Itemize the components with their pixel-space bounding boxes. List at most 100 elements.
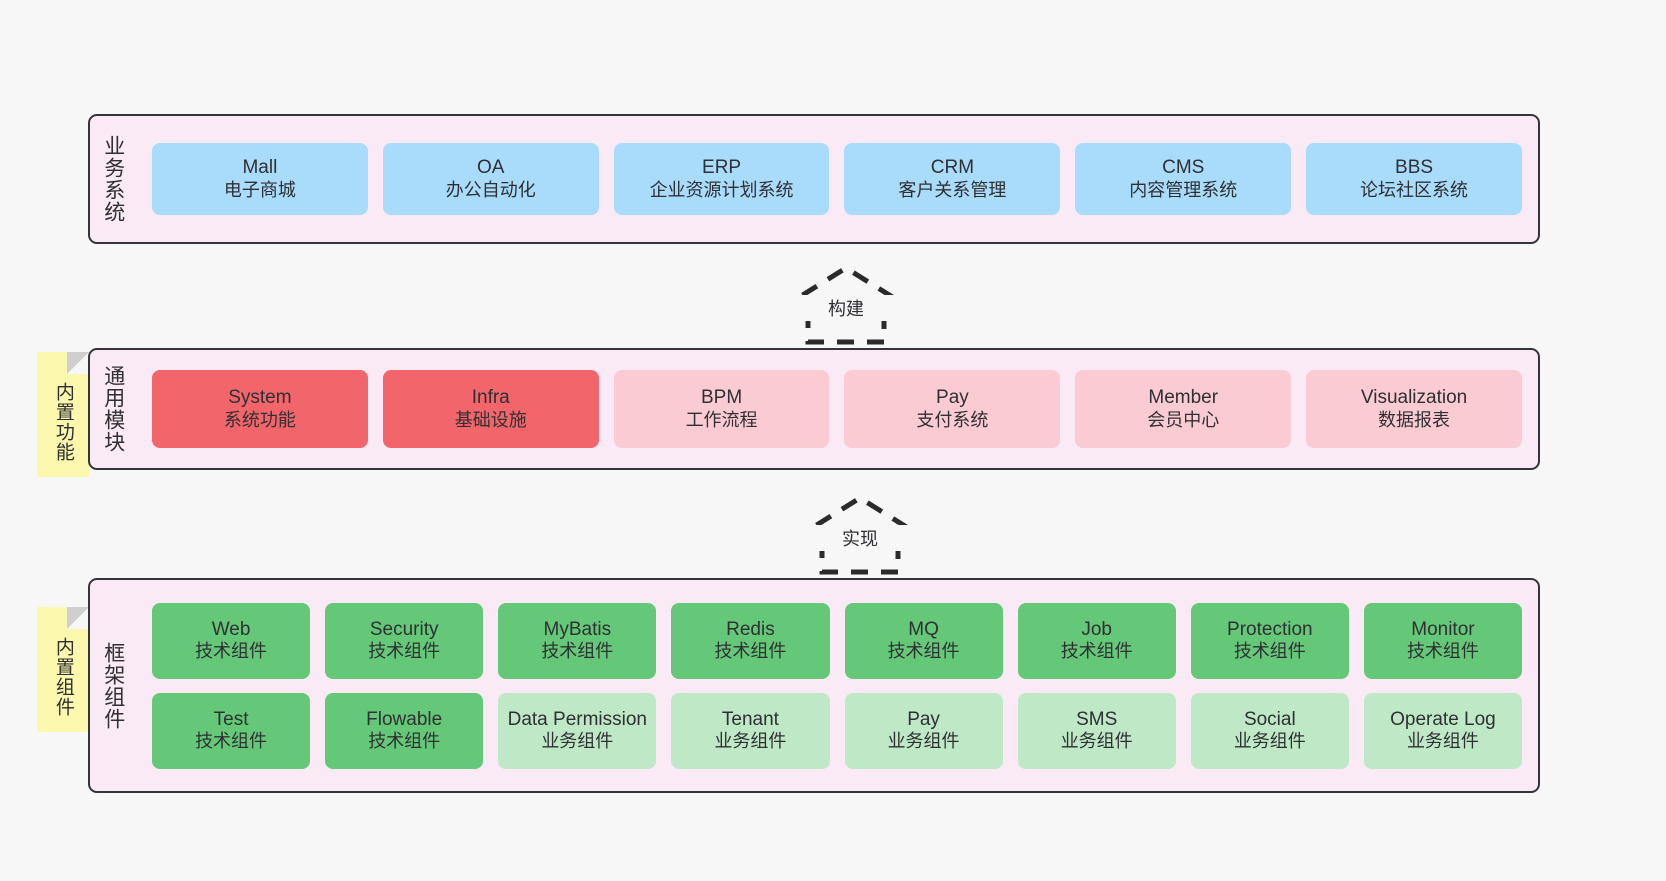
box-subtitle: 数据报表 [1378,409,1451,430]
connector-implement: 实现 [772,492,948,575]
common-box-visualization[interactable]: Visualization 数据报表 [1306,370,1522,448]
box-subtitle: 技术组件 [195,731,268,752]
business-box-crm[interactable]: CRM 客户关系管理 [844,143,1061,215]
box-subtitle: 技术组件 [714,641,787,662]
box-subtitle: 业务组件 [714,731,787,752]
box-title: Test [213,708,249,730]
box-title: MyBatis [543,618,612,640]
framework-box-mybatis[interactable]: MyBatis 技术组件 [498,602,657,679]
box-title: BBS [1395,157,1434,179]
box-subtitle: 内容管理系统 [1129,179,1238,200]
box-title: Redis [726,618,775,640]
common-box-bpm[interactable]: BPM 工作流程 [613,370,830,448]
framework-box-security[interactable]: Security 技术组件 [325,602,484,679]
framework-box-flowable[interactable]: Flowable 技术组件 [325,692,484,769]
build-arrow-stem [805,311,887,345]
box-subtitle: 企业资源计划系统 [649,179,794,200]
framework-box-sms[interactable]: SMS 业务组件 [1017,692,1176,769]
framework-box-data-permission[interactable]: Data Permission 业务组件 [498,692,657,769]
box-title: CRM [930,157,975,179]
framework-components-body: Web 技术组件 Security 技术组件 MyBatis 技术组件 Redi… [136,580,1538,791]
framework-box-tenant[interactable]: Tenant 业务组件 [671,692,830,769]
framework-box-pay[interactable]: Pay 业务组件 [844,692,1003,769]
common-modules-body: System 系统功能 Infra 基础设施 BPM 工作流程 Pay 支付系统… [136,350,1538,468]
box-subtitle: 论坛社区系统 [1360,179,1469,200]
box-subtitle: 支付系统 [916,409,989,430]
connector-implement-label: 实现 [772,525,948,551]
box-subtitle: 技术组件 [541,641,614,662]
box-subtitle: 系统功能 [223,409,296,430]
business-systems-row: Mall 电子商城 OA 办公自动化 ERP 企业资源计划系统 CRM 客户关系… [152,143,1522,215]
box-title: Flowable [366,708,443,730]
business-systems-label: 业务系统 [101,135,125,223]
framework-box-mq[interactable]: MQ 技术组件 [844,602,1003,679]
box-subtitle: 技术组件 [1060,641,1133,662]
business-box-cms[interactable]: CMS 内容管理系统 [1075,143,1292,215]
box-subtitle: 业务组件 [1060,731,1133,752]
box-title: Monitor [1411,618,1475,640]
connector-build-label: 构建 [758,295,934,321]
framework-components-row-1: Web 技术组件 Security 技术组件 MyBatis 技术组件 Redi… [152,602,1522,679]
box-subtitle: 办公自动化 [445,179,536,200]
business-box-oa[interactable]: OA 办公自动化 [382,143,599,215]
box-subtitle: 技术组件 [1406,641,1479,662]
framework-box-protection[interactable]: Protection 技术组件 [1190,602,1349,679]
framework-components-label: 框架组件 [101,641,125,730]
common-modules-row: System 系统功能 Infra 基础设施 BPM 工作流程 Pay 支付系统… [152,370,1522,448]
box-title: Job [1081,618,1112,640]
box-title: System [228,387,292,409]
box-subtitle: 技术组件 [887,641,960,662]
implement-arrow-stem [819,541,901,575]
box-title: Infra [471,387,510,409]
framework-box-test[interactable]: Test 技术组件 [152,692,311,769]
box-title: Member [1148,387,1219,409]
note-builtin-component-text: 内置组件 [52,636,74,717]
box-title: Operate Log [1390,708,1496,730]
box-title: Protection [1227,618,1313,640]
common-box-member[interactable]: Member 会员中心 [1075,370,1292,448]
note-builtin-function: 内置功能 [37,352,89,477]
box-title: Security [369,618,439,640]
box-subtitle: 基础设施 [454,409,527,430]
common-box-infra[interactable]: Infra 基础设施 [382,370,599,448]
framework-box-redis[interactable]: Redis 技术组件 [671,602,830,679]
box-title: Web [211,618,251,640]
connector-build: 构建 [758,262,934,345]
box-subtitle: 技术组件 [195,641,268,662]
framework-box-job[interactable]: Job 技术组件 [1017,602,1176,679]
box-subtitle: 业务组件 [1233,731,1306,752]
box-title: Visualization [1360,387,1468,409]
box-title: Mall [242,157,278,179]
business-box-erp[interactable]: ERP 企业资源计划系统 [613,143,830,215]
box-subtitle: 技术组件 [368,731,441,752]
box-subtitle: 工作流程 [685,409,758,430]
framework-box-web[interactable]: Web 技术组件 [152,602,311,679]
common-box-system[interactable]: System 系统功能 [152,370,368,448]
business-systems-body: Mall 电子商城 OA 办公自动化 ERP 企业资源计划系统 CRM 客户关系… [136,116,1538,242]
box-title: OA [477,157,505,179]
box-title: Data Permission [507,708,647,730]
box-title: CMS [1162,157,1205,179]
common-box-pay[interactable]: Pay 支付系统 [844,370,1061,448]
common-modules-panel: 通用模块 System 系统功能 Infra 基础设施 BPM 工作流程 Pay… [88,348,1540,470]
box-subtitle: 技术组件 [1233,641,1306,662]
framework-box-monitor[interactable]: Monitor 技术组件 [1363,602,1522,679]
box-title: Pay [936,387,969,409]
framework-box-social[interactable]: Social 业务组件 [1190,692,1349,769]
business-box-bbs[interactable]: BBS 论坛社区系统 [1306,143,1522,215]
business-box-mall[interactable]: Mall 电子商城 [152,143,368,215]
box-subtitle: 会员中心 [1147,409,1220,430]
box-subtitle: 电子商城 [223,179,296,200]
box-title: Social [1243,708,1296,730]
box-title: SMS [1076,708,1118,730]
note-builtin-component: 内置组件 [37,607,89,732]
framework-components-row-2: Test 技术组件 Flowable 技术组件 Data Permission … [152,692,1522,769]
business-systems-panel: 业务系统 Mall 电子商城 OA 办公自动化 ERP 企业资源计划系统 CRM… [88,114,1540,244]
box-subtitle: 业务组件 [887,731,960,752]
framework-box-operate-log[interactable]: Operate Log 业务组件 [1363,692,1522,769]
box-title: Tenant [721,708,779,730]
box-title: Pay [907,708,940,730]
box-subtitle: 客户关系管理 [898,179,1007,200]
box-subtitle: 技术组件 [368,641,441,662]
